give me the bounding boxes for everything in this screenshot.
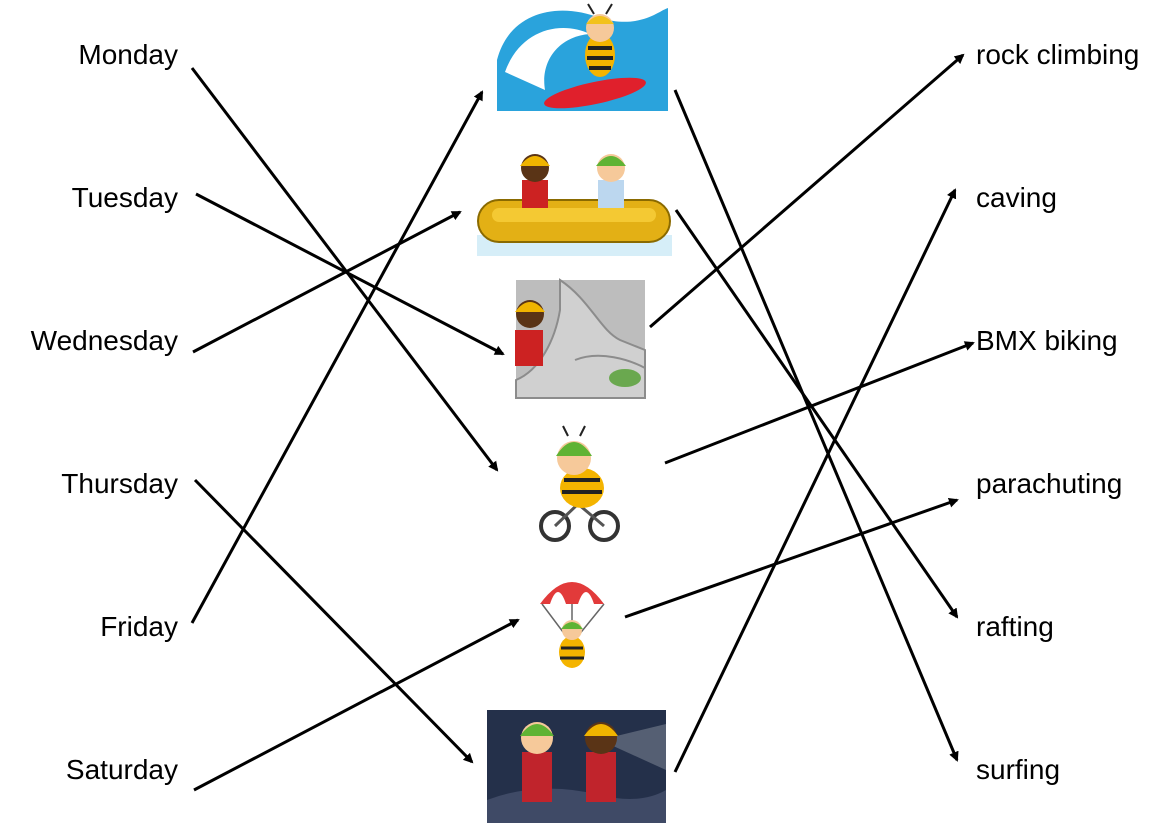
arrow-picture-to-activity <box>624 497 959 619</box>
activity-label-bmx-biking: BMX biking <box>976 325 1118 356</box>
day-label-monday: Monday <box>78 39 178 70</box>
arrow-picture-to-activity <box>649 53 965 329</box>
arrow-day-to-picture <box>193 618 520 792</box>
day-label-tuesday: Tuesday <box>71 182 178 213</box>
activity-label-caving: caving <box>976 182 1057 213</box>
climber-icon <box>515 278 646 399</box>
arrow-day-to-picture <box>192 210 462 354</box>
arrow-picture-to-activity <box>664 341 975 465</box>
rafting-pair-icon <box>477 148 672 256</box>
arrow-day-to-picture <box>193 478 474 764</box>
day-label-friday: Friday <box>100 611 178 642</box>
arrow-picture-to-activity <box>674 209 959 619</box>
arrow-picture-to-activity <box>673 89 959 762</box>
arrow-links <box>190 53 975 792</box>
arrow-picture-to-activity <box>673 188 957 773</box>
activity-label-rafting: rafting <box>976 611 1054 642</box>
day-label-saturday: Saturday <box>65 754 178 785</box>
cave-pair-icon <box>487 710 666 823</box>
arrow-day-to-picture <box>190 67 499 472</box>
day-label-wednesday: Wednesday <box>30 325 178 356</box>
day-label-thursday: Thursday <box>61 468 178 499</box>
activity-label-parachuting: parachuting <box>976 468 1123 499</box>
activity-label-surfing: surfing <box>976 754 1061 785</box>
activity-label-rock-climbing: rock climbing <box>976 39 1140 70</box>
bmx-bee-icon <box>539 425 620 542</box>
surfing-bee-icon <box>497 3 668 111</box>
parachute-bee-icon <box>540 582 605 668</box>
arrow-day-to-picture <box>195 192 505 356</box>
arrow-day-to-picture <box>190 90 484 624</box>
